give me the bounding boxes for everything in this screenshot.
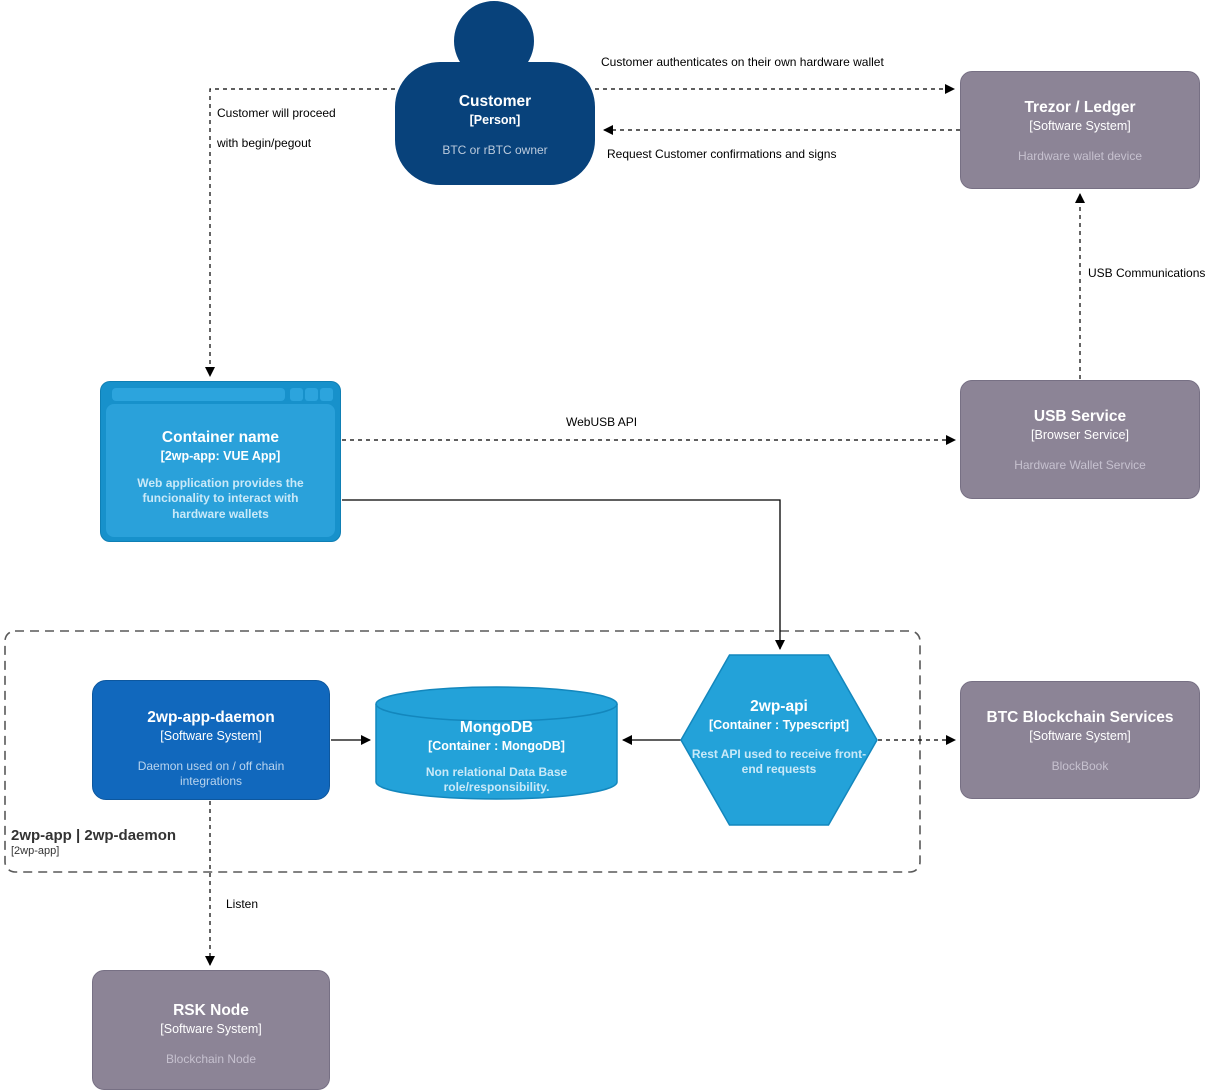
- node-subtitle: [Container : MongoDB]: [428, 738, 565, 753]
- node-title: USB Service: [1033, 408, 1127, 425]
- boundary-title: 2wp-app | 2wp-daemon: [11, 827, 177, 844]
- edge-label-proceed-line2: with begin/pegout: [217, 136, 312, 150]
- node-subtitle: [Person]: [469, 112, 521, 127]
- node-description: Rest API used to receive front-end reque…: [691, 746, 867, 777]
- node-description: Hardware wallet device: [1017, 148, 1143, 163]
- node-customer[interactable]: Customer [Person] BTC or rBTC owner: [395, 62, 595, 185]
- edge-label-webusb-api: WebUSB API: [566, 415, 638, 429]
- browser-button-3: [320, 388, 333, 401]
- node-description: BTC or rBTC owner: [442, 142, 548, 157]
- node-title: Trezor / Ledger: [1024, 99, 1136, 116]
- hexagon-shape: [680, 654, 878, 826]
- node-title: MongoDB: [459, 719, 534, 736]
- node-subtitle: [Software System]: [1029, 118, 1131, 133]
- node-title: 2wp-app-daemon: [147, 709, 275, 726]
- node-description: Blockchain Node: [165, 1051, 257, 1066]
- node-webapp-browser[interactable]: Container name [2wp-app: VUE App] Web ap…: [100, 381, 341, 542]
- node-title: BTC Blockchain Services: [986, 709, 1174, 726]
- node-description: Web application provides the funcionalit…: [137, 475, 304, 521]
- edge-customer-to-webapp[interactable]: [205, 88, 395, 377]
- node-subtitle: [Software System]: [160, 728, 262, 743]
- browser-button-2: [305, 388, 318, 401]
- cylinder-shape: [375, 686, 618, 800]
- node-subtitle: [Software System]: [1029, 728, 1131, 743]
- edge-label-usb-communications: USB Communications: [1088, 266, 1206, 280]
- node-description: BlockBook: [1051, 758, 1109, 773]
- node-title: Container name: [161, 429, 280, 446]
- edge-label-listen: Listen: [226, 897, 259, 911]
- node-2wp-app-daemon[interactable]: 2wp-app-daemon [Software System] Daemon …: [92, 680, 330, 800]
- browser-content-panel: Container name [2wp-app: VUE App] Web ap…: [106, 404, 335, 537]
- edge-label-authenticates: Customer authenticates on their own hard…: [601, 55, 884, 69]
- node-subtitle: [Browser Service]: [1031, 427, 1129, 442]
- edge-label-request-confirmations: Request Customer confirmations and signs: [607, 147, 837, 161]
- node-rsk-node[interactable]: RSK Node [Software System] Blockchain No…: [92, 970, 330, 1090]
- node-btc-blockchain-services[interactable]: BTC Blockchain Services [Software System…: [960, 681, 1200, 799]
- node-2wp-api[interactable]: 2wp-api [Container : Typescript] Rest AP…: [680, 654, 878, 826]
- node-subtitle: [Container : Typescript]: [708, 717, 850, 732]
- edge-label-proceed-line1: Customer will proceed: [217, 106, 336, 120]
- node-title: Customer: [458, 93, 532, 110]
- node-description: Daemon used on / off chain integrations: [137, 758, 285, 789]
- node-trezor-ledger[interactable]: Trezor / Ledger [Software System] Hardwa…: [960, 71, 1200, 189]
- node-description: Hardware Wallet Service: [1014, 457, 1146, 472]
- node-title: 2wp-api: [750, 698, 808, 715]
- browser-address-bar: [112, 388, 285, 401]
- boundary-label: 2wp-app | 2wp-daemon [2wp-app]: [11, 827, 176, 857]
- edge-webapp-to-api[interactable]: [342, 499, 785, 650]
- boundary-subtitle: [2wp-app]: [11, 845, 60, 857]
- node-subtitle: [Software System]: [160, 1021, 262, 1036]
- browser-button-1: [290, 388, 303, 401]
- node-usb-service[interactable]: USB Service [Browser Service] Hardware W…: [960, 380, 1200, 499]
- node-mongodb[interactable]: MongoDB [Container : MongoDB] Non relati…: [375, 686, 618, 800]
- node-title: RSK Node: [173, 1002, 249, 1019]
- boundary-2wp-app[interactable]: [4, 630, 921, 873]
- node-description: Non relational Data Base role/responsibi…: [425, 764, 568, 795]
- node-subtitle: [2wp-app: VUE App]: [160, 448, 281, 463]
